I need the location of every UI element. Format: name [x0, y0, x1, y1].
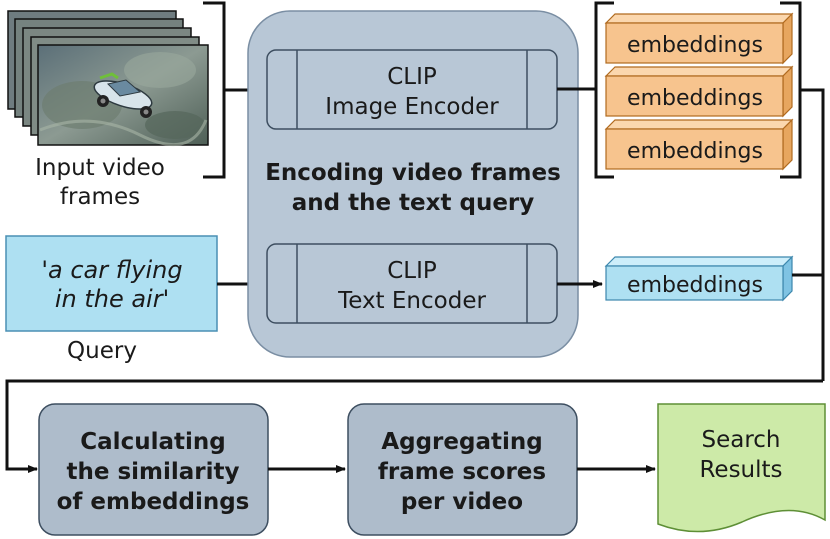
text-embedding-block — [604, 255, 794, 302]
text-encoder-label-line1: CLIP — [387, 258, 437, 284]
image-embedding-block-1 — [604, 12, 794, 65]
aggregation-step-line2: frame scores — [378, 459, 546, 485]
image-embedding-block-2 — [604, 65, 794, 118]
input-frames-label-line1: Input video — [35, 155, 165, 181]
aggregation-step-line1: Aggregating — [381, 429, 542, 455]
flying-car-icon — [93, 72, 153, 118]
embeddings-bracket-left — [594, 1, 614, 179]
search-results-document — [657, 403, 826, 533]
similarity-step-line2: the similarity — [66, 459, 239, 485]
text-embedding-label: embeddings — [627, 273, 763, 298]
aggregation-step-line3: per video — [401, 489, 523, 515]
similarity-step-line1: Calculating — [80, 429, 225, 455]
query-box — [5, 235, 218, 332]
text-encoder-label-line2: Text Encoder — [337, 288, 486, 314]
image-embedding-label-1: embeddings — [627, 33, 763, 58]
query-text-line2: in the air' — [55, 285, 169, 313]
encoding-panel-title-line2: and the text query — [292, 190, 535, 216]
image-embedding-block-3 — [604, 118, 794, 171]
embeddings-to-similarity-arrow — [5, 379, 823, 473]
image-embedding-label-2: embeddings — [627, 86, 763, 111]
input-frames-label-line2: frames — [60, 184, 140, 210]
search-results-line1: Search — [701, 427, 780, 453]
similarity-step-line3: of embeddings — [57, 489, 250, 515]
query-text-line1: 'a car flying — [41, 256, 182, 284]
image-encoder-label-line2: Image Encoder — [325, 94, 499, 120]
search-results-line2: Results — [699, 457, 782, 483]
image-encoder-label-line1: CLIP — [387, 64, 437, 90]
encoding-panel-title-line1: Encoding video frames — [265, 160, 561, 186]
image-embedding-label-3: embeddings — [627, 139, 763, 164]
query-label: Query — [67, 338, 137, 364]
video-frames-stack — [7, 10, 209, 147]
image-embeddings-connector — [800, 88, 825, 381]
